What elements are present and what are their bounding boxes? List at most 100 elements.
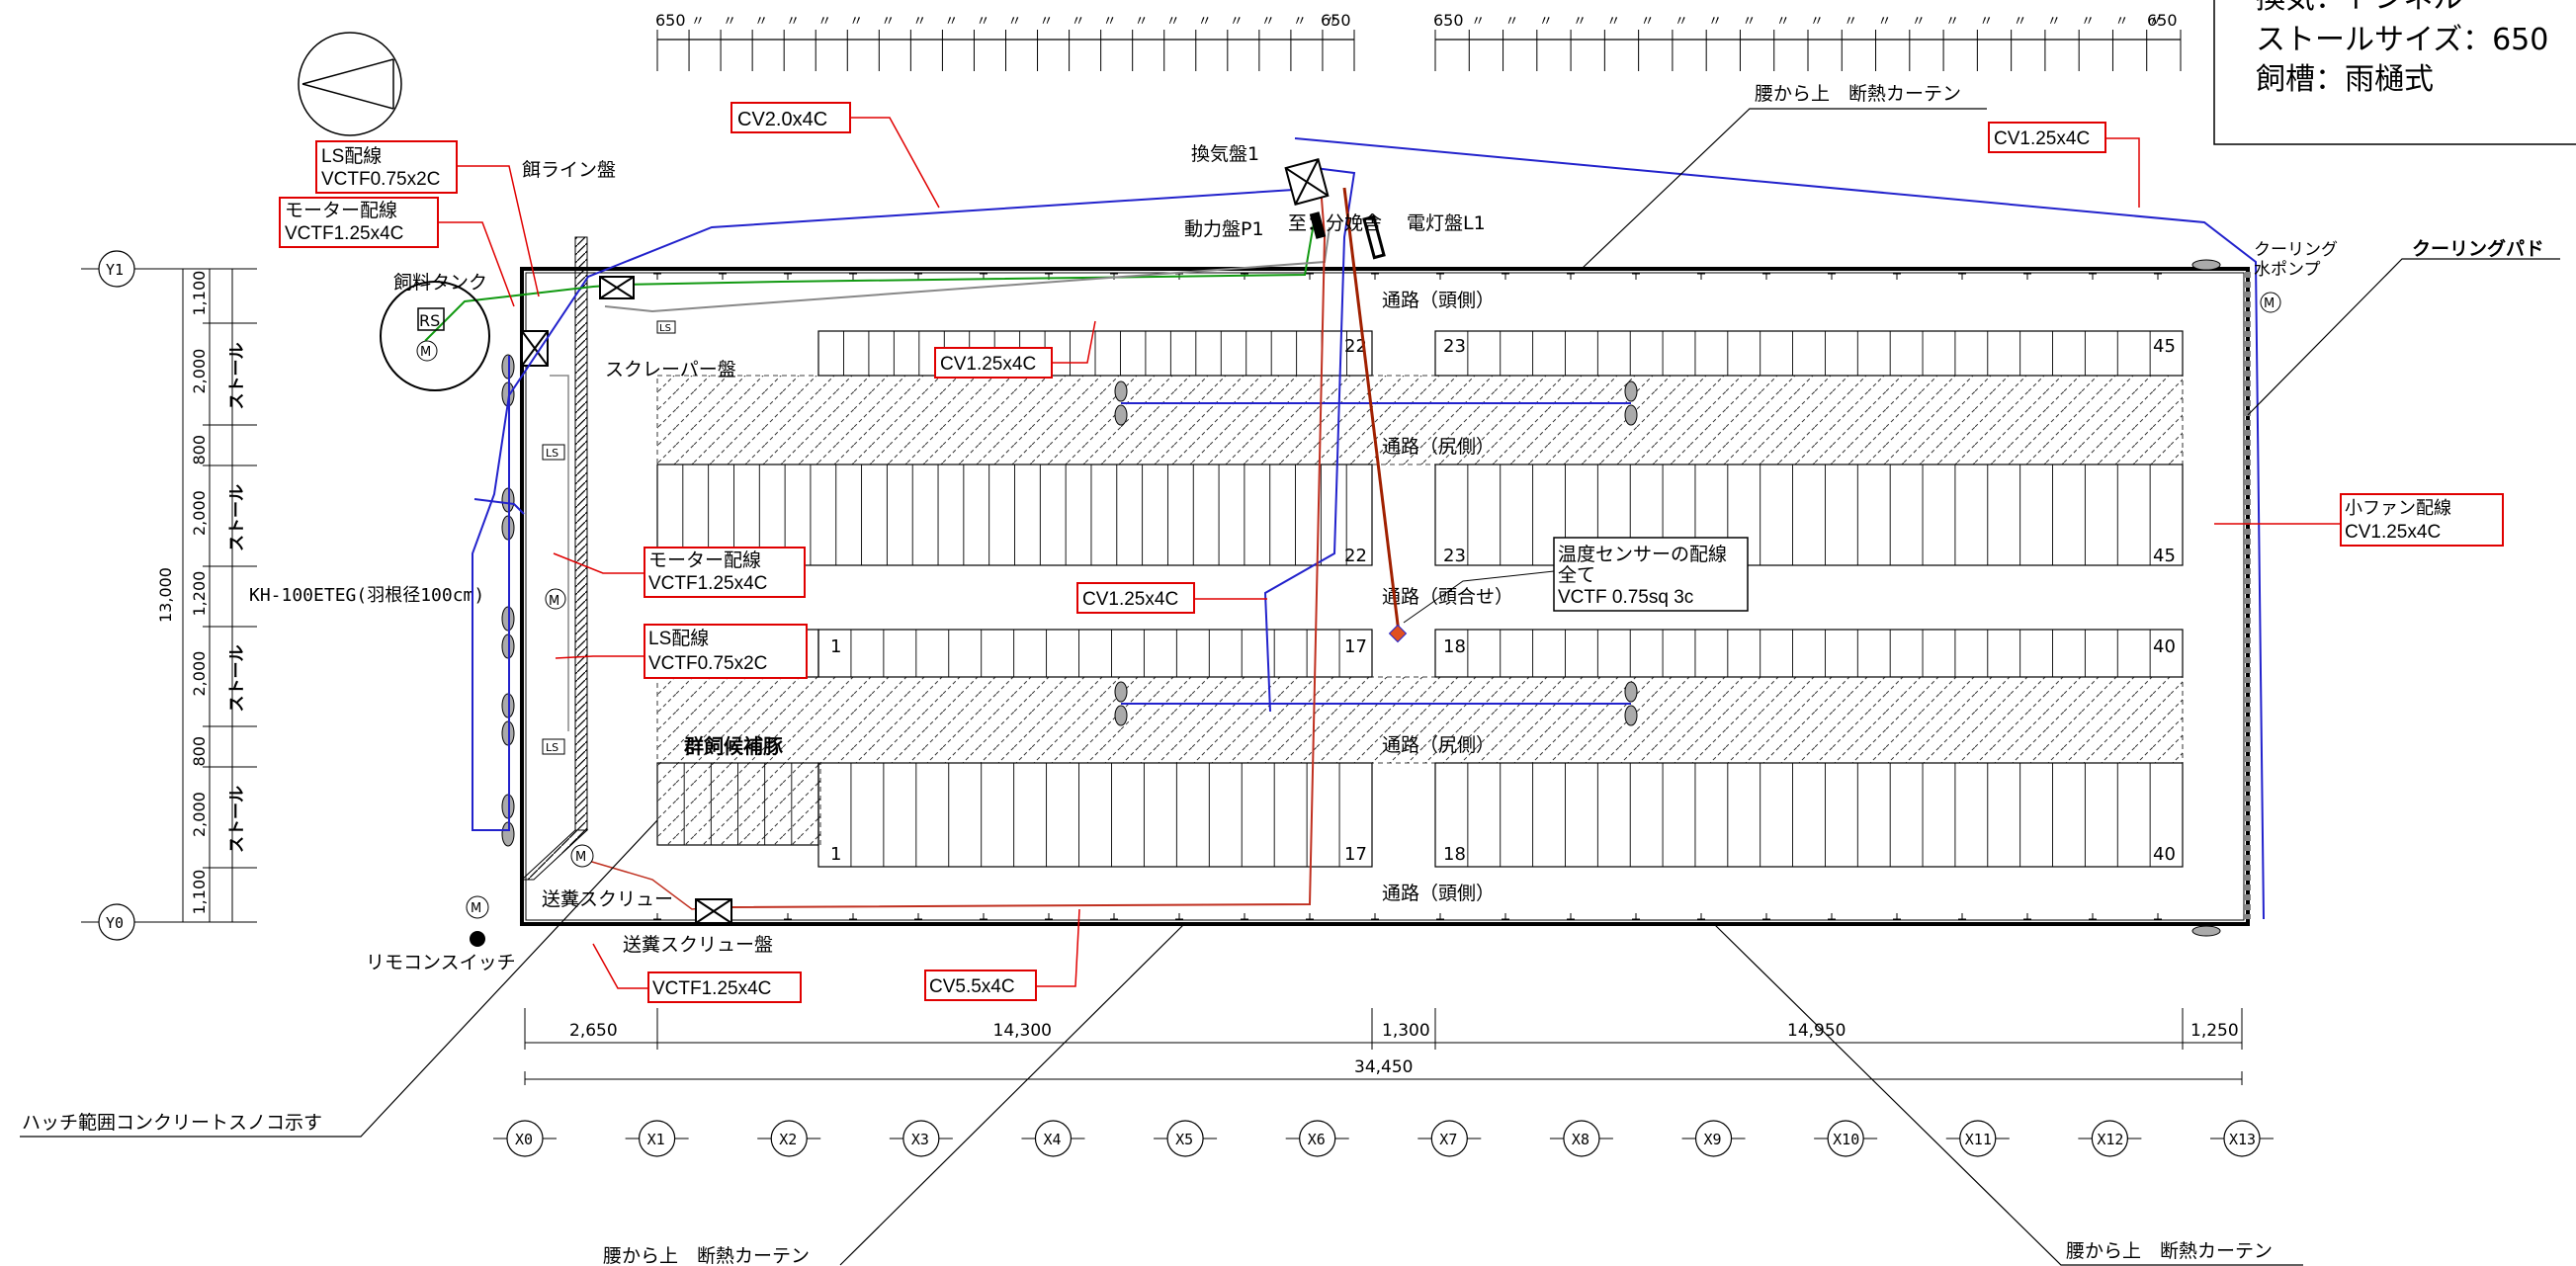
manure-screw-panel-label: 送糞スクリュー盤 xyxy=(623,934,773,956)
aisle-rear-label: 通路（尻側） xyxy=(1382,436,1495,458)
ruler-ditto-mark: 〃 xyxy=(2081,14,2095,30)
ruler-ditto-mark: 〃 xyxy=(1810,14,1824,30)
ruler-ditto-mark: 〃 xyxy=(2149,14,2163,30)
ruler-ditto-mark: 〃 xyxy=(2114,14,2128,30)
ruler-ditto-mark: 〃 xyxy=(1539,14,1553,30)
ruler-ditto-mark: 〃 xyxy=(1198,14,1212,30)
left-equipment: LS LS M xyxy=(521,330,566,755)
grid-bubble xyxy=(2223,1120,2261,1157)
stall-number: 40 xyxy=(2153,844,2176,865)
callout-temp-sensor: 温度センサーの配線 全て VCTF 0.75sq 3c xyxy=(1403,537,1749,624)
callout-text: VCTF1.25x4C xyxy=(285,223,403,244)
motor-icon: M xyxy=(549,594,559,609)
fan-model-label: KH-100ETEG(羽根径100cm) xyxy=(249,585,484,606)
grid-bubble xyxy=(506,1120,544,1157)
stall-zone-label: ストール xyxy=(227,343,247,410)
ruler-ditto-mark: 〃 xyxy=(1471,14,1485,30)
grid-x-label: X4 xyxy=(1043,1131,1061,1148)
leader-lines xyxy=(20,108,2560,1266)
manure-screw-label: 送糞スクリュー xyxy=(542,888,673,910)
stall-number: 45 xyxy=(2153,546,2176,566)
grid-bubble xyxy=(2091,1120,2128,1157)
bottom-dimension-value: 14,950 xyxy=(1787,1021,1846,1041)
grid-x-label: X12 xyxy=(2097,1131,2123,1148)
aisle-head-label: 通路（頭側） xyxy=(1382,290,1495,311)
ruler-ditto-mark: 〃 xyxy=(723,14,736,30)
grid-bubble xyxy=(639,1120,676,1157)
ruler-ditto-mark: 〃 xyxy=(976,14,989,30)
ruler-ditto-mark: 〃 xyxy=(849,14,863,30)
ruler-ditto-mark: 〃 xyxy=(691,14,705,30)
ruler-ditto-mark: 〃 xyxy=(912,14,926,30)
ruler-ditto-mark: 〃 xyxy=(1040,14,1054,30)
grid-x-label: X9 xyxy=(1704,1131,1722,1148)
stall-numbers: 22 23 45 22 23 45 1 17 18 40 1 17 18 40 xyxy=(830,336,2176,865)
ruler-ditto-mark: 〃 xyxy=(1641,14,1655,30)
stall-number: 18 xyxy=(1443,844,1466,865)
grid-x-label: X8 xyxy=(1572,1131,1589,1148)
ruler-ditto-mark: 〃 xyxy=(1674,14,1688,30)
stall-number: 1 xyxy=(830,636,841,657)
grid-y-label: Y0 xyxy=(106,914,124,932)
title-line-1: 換気：トンネル xyxy=(2256,0,2462,16)
ls-icon: LS xyxy=(546,741,558,754)
ruler-ditto-mark: 〃 xyxy=(1166,14,1180,30)
scraper-panel-label: スクレーパー盤 xyxy=(605,359,736,380)
stall-number: 17 xyxy=(1344,636,1367,657)
left-dimension-value: 800 xyxy=(190,435,209,465)
cooling-pump-label-1: クーリング xyxy=(2254,240,2338,260)
bottom-dimension-value: 2,650 xyxy=(569,1021,618,1041)
cooling-pad-label: クーリングパド xyxy=(2412,237,2544,260)
left-dimension-value: 1,100 xyxy=(190,870,209,915)
grid-bubble xyxy=(1827,1120,1864,1157)
grid-y-label: Y1 xyxy=(106,261,124,279)
callout-text: VCTF0.75x2C xyxy=(321,169,440,190)
callout-text: VCTF1.25x4C xyxy=(648,573,767,594)
remote-switch-label: リモコンスイッチ xyxy=(366,952,516,973)
callout-text: CV1.25x4C xyxy=(1082,589,1178,610)
callout-cv55: CV5.5x4C xyxy=(924,908,1080,1001)
ls-icon: LS xyxy=(546,447,558,460)
aisle-join-label: 通路（頭合せ） xyxy=(1382,586,1513,608)
stall-number: 1 xyxy=(830,844,841,865)
stall-blocks xyxy=(656,330,2184,868)
stall-zone-label: ストール xyxy=(227,645,247,713)
ruler-ditto-mark: 〃 xyxy=(1912,14,1926,30)
ruler-ditto-mark: 〃 xyxy=(1008,14,1022,30)
callout-text: 小ファン配線 xyxy=(2345,498,2451,519)
ruler-ditto-mark: 〃 xyxy=(754,14,768,30)
stall-number: 23 xyxy=(1443,546,1466,566)
callout-small-fan: 小ファン配線 CV1.25x4C xyxy=(2214,493,2504,547)
stall-number: 22 xyxy=(1344,546,1367,566)
ruler-ditto-mark: 〃 xyxy=(1573,14,1587,30)
manure-equipment: M M 送糞スクリュー 送糞スクリュー盤 リモコンスイッチ xyxy=(366,844,773,973)
ruler-ditto-mark: 〃 xyxy=(1979,14,1993,30)
motor-icon: M xyxy=(471,901,481,916)
title-line-2: ストールサイズ：650 xyxy=(2256,23,2548,57)
callout-text: LS配線 xyxy=(321,145,382,167)
ruler-ditto-mark: 〃 xyxy=(1708,14,1722,30)
ruler-ditto-mark: 〃 xyxy=(1325,14,1338,30)
ruler-end-label: 650 xyxy=(655,11,686,30)
grid-x-label: X0 xyxy=(515,1131,533,1148)
ruler-ditto-mark: 〃 xyxy=(1606,14,1620,30)
bottom-dimension-value: 14,300 xyxy=(993,1021,1052,1041)
left-dimension-value: 2,000 xyxy=(190,792,209,837)
motor-icon: M xyxy=(420,345,431,360)
title-line-3: 飼槽：雨樋式 xyxy=(2256,62,2434,97)
left-dimension-value: 1,200 xyxy=(190,571,209,617)
power-panel-label: 動力盤P1 xyxy=(1184,218,1264,240)
ruler-end-label: 650 xyxy=(1433,11,1464,30)
rs-label: RS xyxy=(419,311,440,330)
stall-number: 17 xyxy=(1344,844,1367,865)
bottom-dimension-total: 34,450 xyxy=(1354,1057,1413,1077)
feed-tank-label: 飼料タンク xyxy=(393,272,487,294)
stall-zone-label: ストール xyxy=(227,786,247,853)
callout-text: モーター配線 xyxy=(285,200,397,221)
ruler-ditto-mark: 〃 xyxy=(944,14,958,30)
curtain-label-bottom-right: 腰から上 断熱カーテン xyxy=(2066,1240,2273,1262)
ruler-ditto-mark: 〃 xyxy=(1742,14,1756,30)
stall-number: 18 xyxy=(1443,636,1466,657)
